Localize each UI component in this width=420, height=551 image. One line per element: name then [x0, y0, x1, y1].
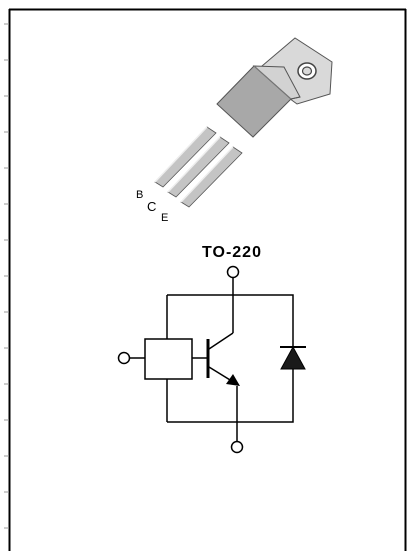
- pin-label-e: E: [161, 212, 168, 224]
- pin-labels: B C E: [136, 189, 168, 224]
- emitter-arrow-icon: [226, 374, 240, 386]
- freewheel-diode: [280, 345, 306, 370]
- collector-terminal: [226, 265, 240, 279]
- base-terminal: [117, 351, 131, 365]
- frame: [4, 8, 407, 551]
- pin-label-c: C: [147, 199, 156, 214]
- package-leads: [154, 126, 243, 208]
- package-name: TO-220: [202, 244, 262, 261]
- base-resistor: [144, 338, 193, 380]
- to220-package-illustration: [154, 37, 333, 208]
- diode-triangle-icon: [280, 345, 306, 370]
- pin-label-b: B: [136, 189, 143, 201]
- emitter-terminal: [230, 440, 244, 454]
- tab-hole: [297, 62, 317, 80]
- schematic-symbol: [117, 265, 294, 454]
